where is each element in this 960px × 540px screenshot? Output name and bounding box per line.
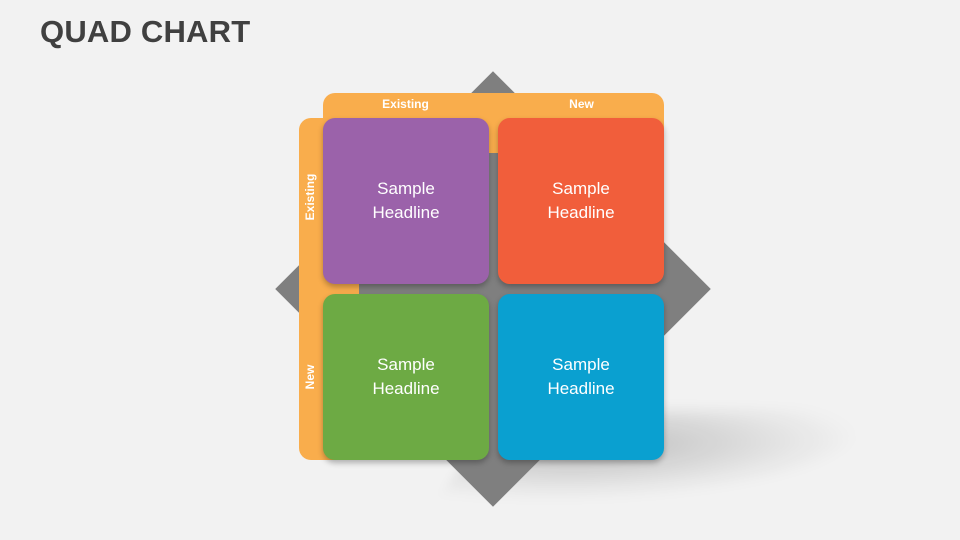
quadrant-bottom-right[interactable]: Sample Headline xyxy=(498,294,664,460)
quadrant-headline: Sample Headline xyxy=(372,179,440,222)
top-axis-label-existing: Existing xyxy=(382,97,429,111)
left-axis-label-new: New xyxy=(303,364,317,390)
left-axis-label-existing: Existing xyxy=(303,173,317,221)
quadrant-headline: Sample Headline xyxy=(547,355,615,398)
quadrant-top-left[interactable]: Sample Headline xyxy=(323,118,489,284)
quadrant-headline: Sample Headline xyxy=(372,355,440,398)
quadrant-top-right[interactable]: Sample Headline xyxy=(498,118,664,284)
quadrant-bottom-left[interactable]: Sample Headline xyxy=(323,294,489,460)
page-title: QUAD CHART xyxy=(40,14,251,49)
quadrant-headline: Sample Headline xyxy=(547,179,615,222)
top-axis-label-new: New xyxy=(569,97,594,111)
